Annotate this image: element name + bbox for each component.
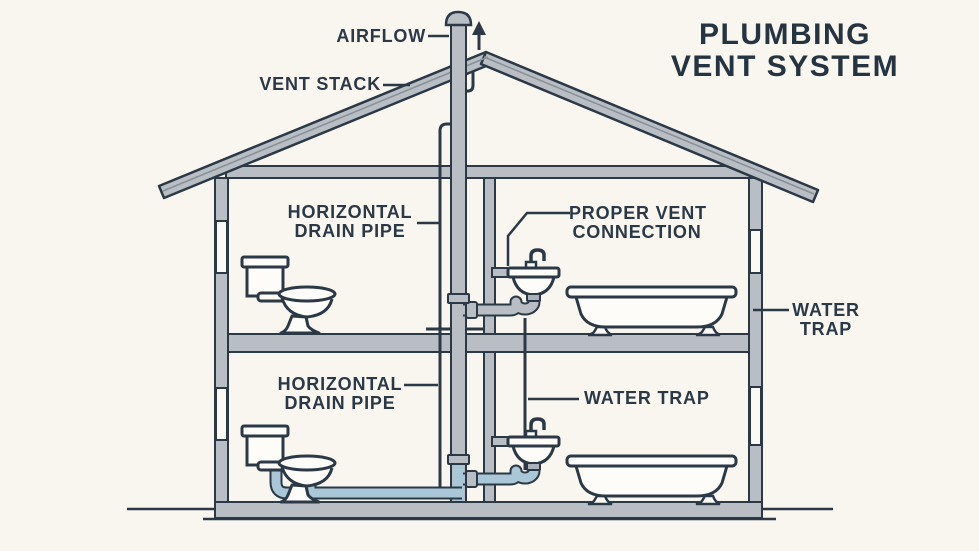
sink-upper xyxy=(490,248,561,303)
partition-wall-upper xyxy=(483,177,496,335)
label-horizontal-drain-pipe-upper: HORIZONTAL DRAIN PIPE xyxy=(287,202,413,241)
label-water-trap-right: WATER TRAP xyxy=(792,300,860,339)
airflow-arrow-icon xyxy=(472,21,486,50)
ground-floor-slab xyxy=(214,501,763,519)
stack-couplings xyxy=(447,293,470,465)
vent-cap-icon xyxy=(444,10,473,27)
label-airflow: AIRFLOW xyxy=(336,26,426,46)
leader-lines xyxy=(383,34,789,401)
bathtub-upper xyxy=(565,285,738,337)
ceiling-slab xyxy=(225,165,751,179)
label-water-trap-lower: WATER TRAP xyxy=(584,388,710,408)
title-line-1: PLUMBING xyxy=(699,18,871,51)
roof xyxy=(157,50,820,204)
partition-wall-lower xyxy=(483,351,496,503)
vent-stack-pipe xyxy=(444,10,473,503)
right-wall xyxy=(748,177,763,503)
leader-proper-vent-connection xyxy=(506,211,570,266)
mid-floor-slab xyxy=(227,333,750,353)
re-vent-pipes xyxy=(426,72,527,488)
title-line-2: VENT SYSTEM xyxy=(670,50,900,83)
upper-sink-trap xyxy=(463,294,541,319)
wall-windows xyxy=(215,220,762,446)
stack-drain-section xyxy=(453,461,464,501)
ridge-vent-stub xyxy=(466,72,475,93)
label-horizontal-drain-pipe-lower: HORIZONTAL DRAIN PIPE xyxy=(277,374,403,413)
re-vent-pipe xyxy=(438,122,451,488)
bathtub-lower xyxy=(565,454,738,506)
lower-sink-trap xyxy=(463,463,541,488)
page-title: PLUMBING VENT SYSTEM xyxy=(650,19,920,83)
label-vent-stack: VENT STACK xyxy=(259,74,381,94)
toilet-upper xyxy=(240,255,337,335)
label-proper-vent-connection: PROPER VENT CONNECTION xyxy=(569,203,707,242)
